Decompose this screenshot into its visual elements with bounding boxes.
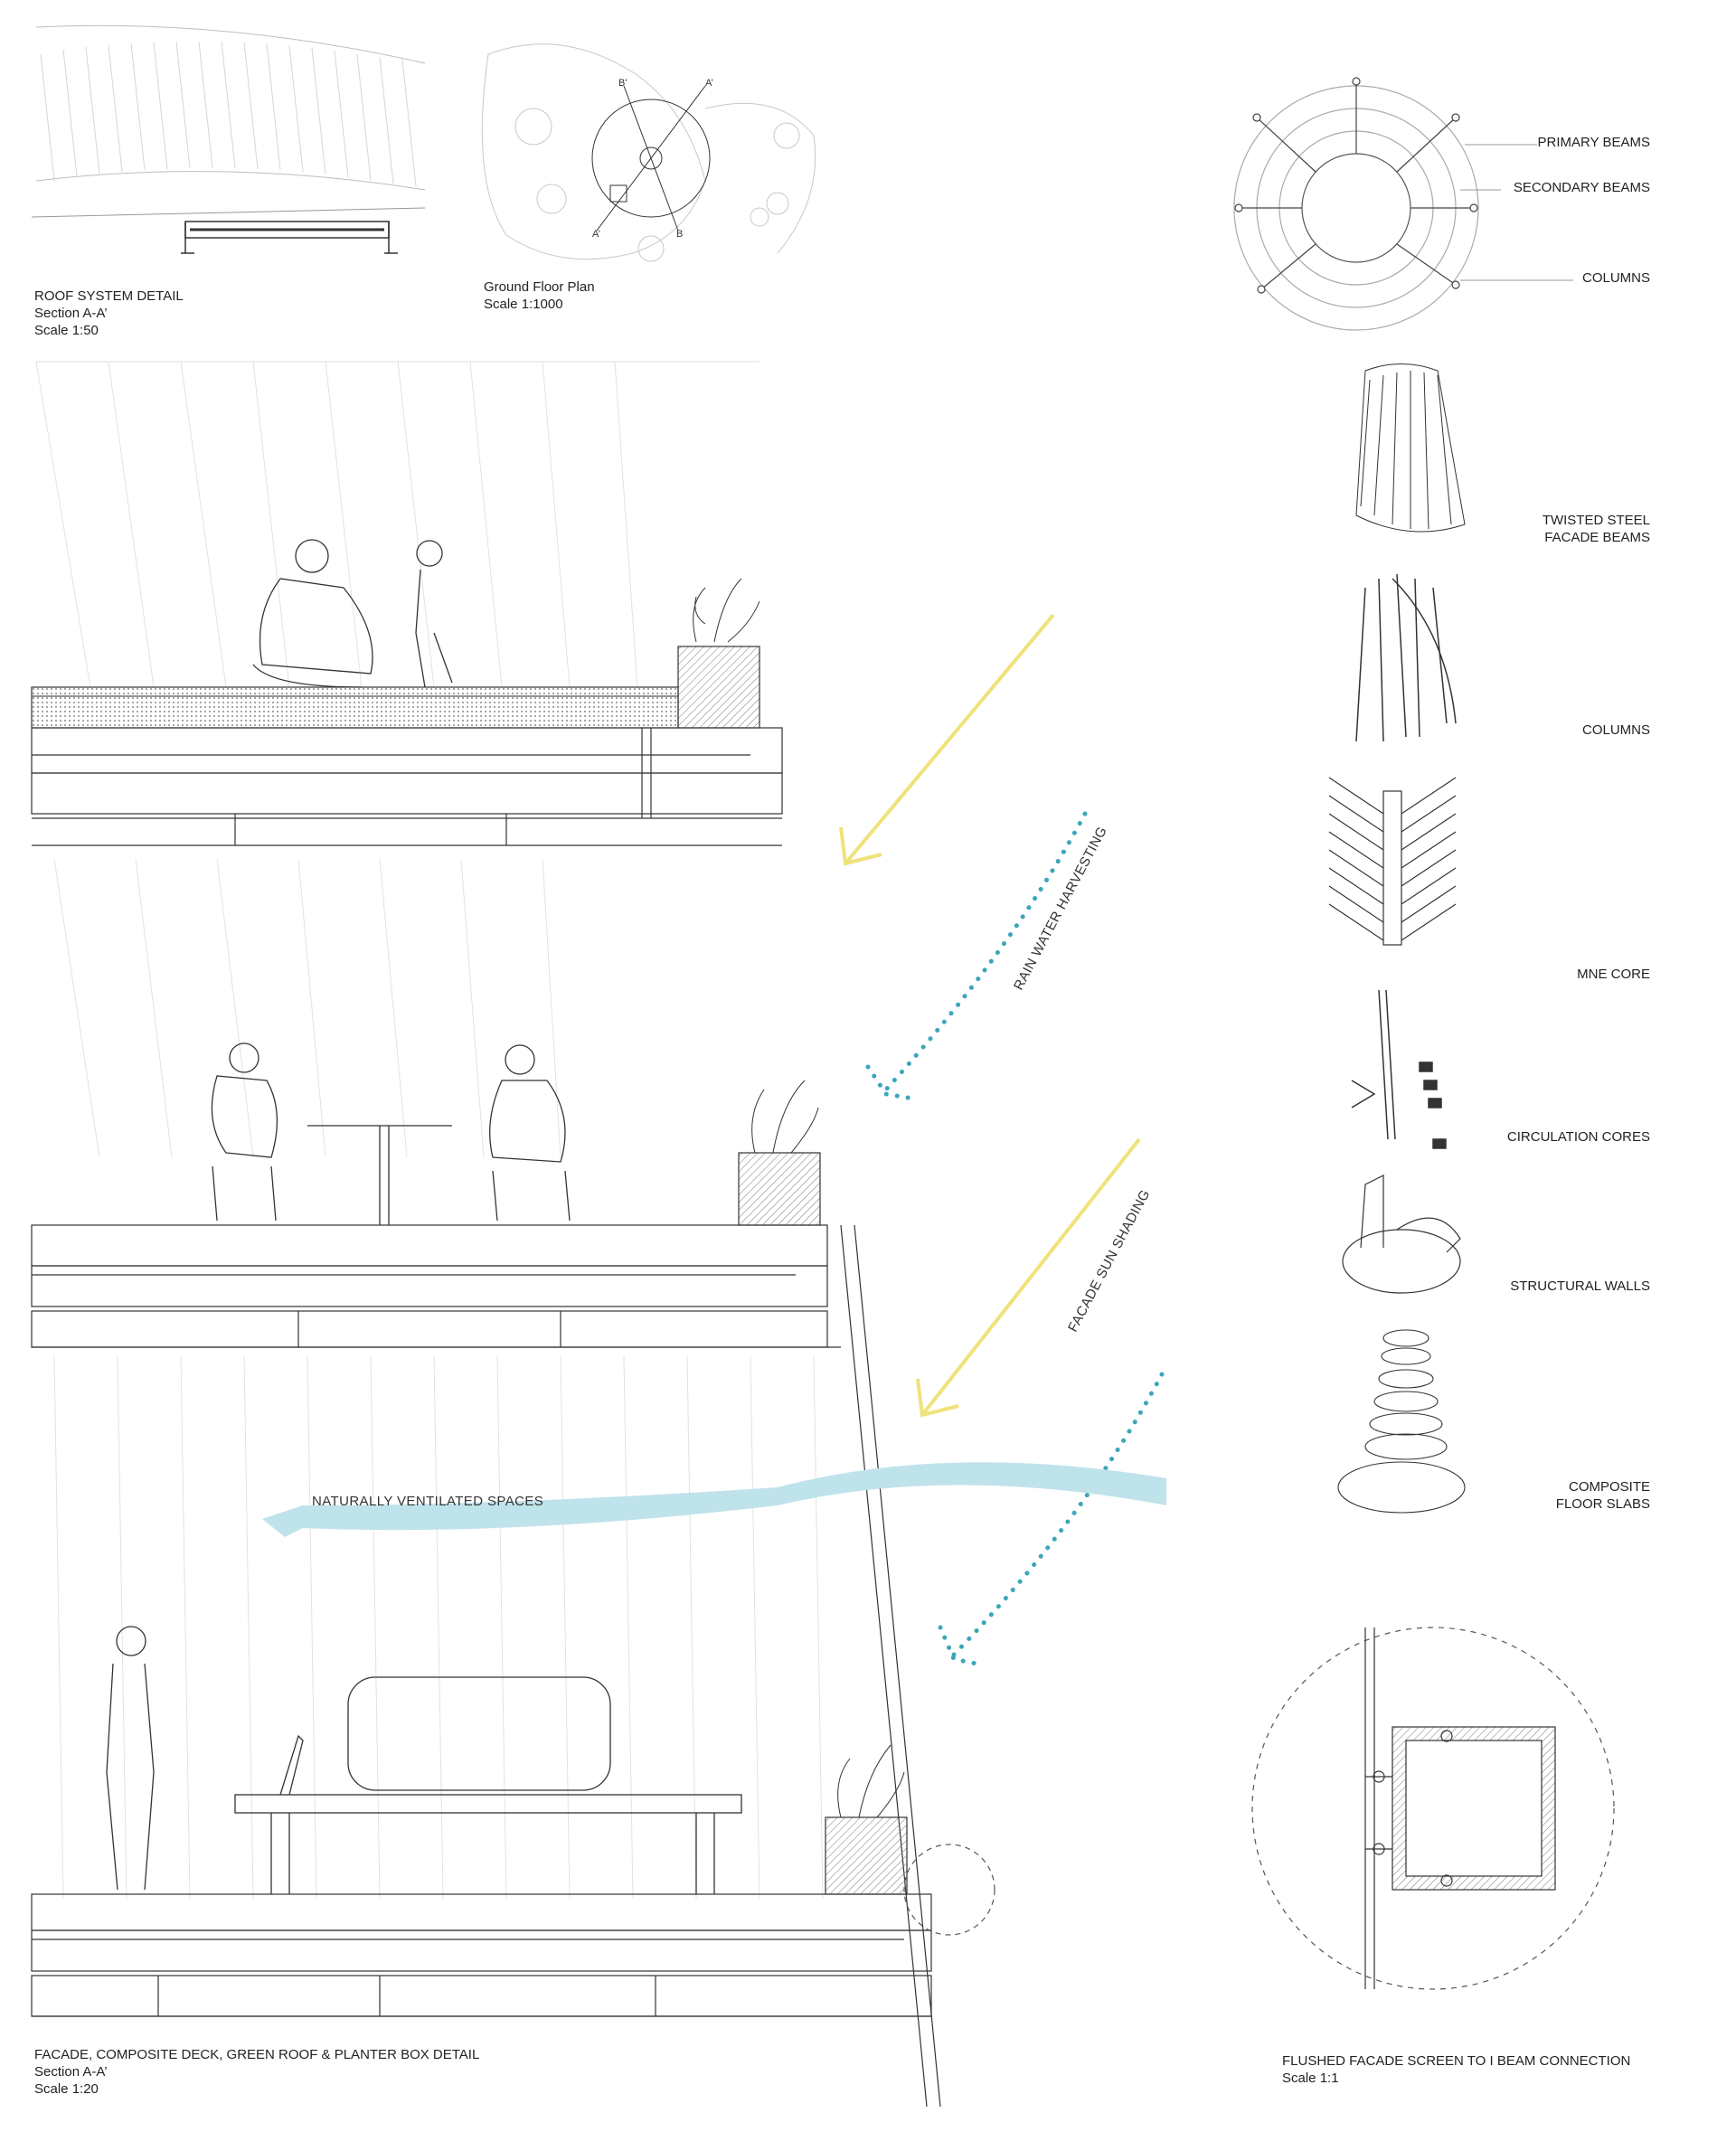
connection-detail-scale: Scale 1:1 <box>1282 2071 1339 2086</box>
label-columns: COLUMNS <box>1581 722 1650 738</box>
planter-plant-2 <box>751 1080 819 1154</box>
roof-system-detail-drawing <box>31 24 426 254</box>
label-primary-beams: PRIMARY BEAMS <box>1537 135 1650 150</box>
connection-detail-title: FLUSHED FACADE SCREEN TO I BEAM CONNECTI… <box>1282 2053 1631 2069</box>
label-mne-core: MNE CORE <box>1577 967 1650 982</box>
roof-detail-title: ROOF SYSTEM DETAIL <box>34 288 184 304</box>
naturally-ventilated-spaces-label: NATURALLY VENTILATED SPACES <box>312 1494 544 1509</box>
exploded-mne-core <box>1328 777 1457 946</box>
ground-floor-plan-drawing: B’ A’ A’ B <box>481 43 816 262</box>
planter-plant-1 <box>693 578 760 643</box>
main-section-title: FACADE, COMPOSITE DECK, GREEN ROOF & PLA… <box>34 2047 480 2062</box>
deck-level-1 <box>31 646 783 846</box>
plan-marker-b-prime: B’ <box>618 78 627 89</box>
main-section-section: Section A-A’ <box>34 2064 108 2080</box>
main-section-caption: FACADE, COMPOSITE DECK, GREEN ROOF & PLA… <box>34 2046 479 2098</box>
ventilation-arrow <box>262 1462 1166 1537</box>
label-structural-walls: STRUCTURAL WALLS <box>1510 1278 1650 1294</box>
rain-dots-2 <box>938 1372 1165 1666</box>
plan-marker-a-prime: A’ <box>705 78 713 89</box>
exploded-twisted-facade <box>1355 363 1466 533</box>
deck-level-2 <box>31 1152 941 2108</box>
roof-detail-section: Section A-A’ <box>34 306 108 321</box>
label-composite-line1: COMPOSITE <box>1568 1479 1650 1495</box>
label-roof-columns: COLUMNS <box>1581 270 1650 286</box>
connection-detail-caption: FLUSHED FACADE SCREEN TO I BEAM CONNECTI… <box>1282 2052 1630 2087</box>
section-background-facade-lines <box>35 361 824 1900</box>
rain-dots-1 <box>865 811 1088 1101</box>
connection-detail-drawing <box>1251 1627 1615 1990</box>
ground-plan-caption: Ground Floor Plan Scale 1:1000 <box>484 278 595 313</box>
label-twisted-steel-line2: FACADE BEAMS <box>1544 530 1650 545</box>
label-twisted-steel-facade-beams: TWISTED STEEL FACADE BEAMS <box>1543 512 1650 546</box>
label-composite-line2: FLOOR SLABS <box>1555 1496 1650 1512</box>
plan-marker-a-prime-2: A’ <box>592 229 600 240</box>
ground-plan-title: Ground Floor Plan <box>484 279 595 295</box>
sun-arrow-1 <box>839 613 1055 866</box>
label-circulation-cores: CIRCULATION CORES <box>1506 1129 1650 1145</box>
ground-plan-scale: Scale 1:1000 <box>484 297 563 312</box>
exploded-circulation-cores <box>1351 989 1447 1149</box>
planter-plant-3 <box>837 1744 905 1818</box>
label-composite-floor-slabs: COMPOSITE FLOOR SLABS <box>1556 1478 1650 1513</box>
label-secondary-beams: SECONDARY BEAMS <box>1513 180 1650 195</box>
people-and-furniture <box>106 539 742 1894</box>
sun-arrow-2 <box>916 1137 1141 1418</box>
roof-framing-plan <box>1233 77 1573 331</box>
exploded-columns <box>1355 573 1457 742</box>
roof-detail-scale: Scale 1:50 <box>34 323 99 338</box>
plan-marker-b: B <box>676 229 683 240</box>
deck-level-3 <box>31 1816 995 2017</box>
label-twisted-steel-line1: TWISTED STEEL <box>1542 513 1650 528</box>
exploded-composite-slabs <box>1337 1329 1466 1514</box>
main-section-scale: Scale 1:20 <box>34 2081 99 2097</box>
exploded-structural-walls <box>1342 1174 1461 1294</box>
roof-detail-caption: ROOF SYSTEM DETAIL Section A-A’ Scale 1:… <box>34 288 184 339</box>
